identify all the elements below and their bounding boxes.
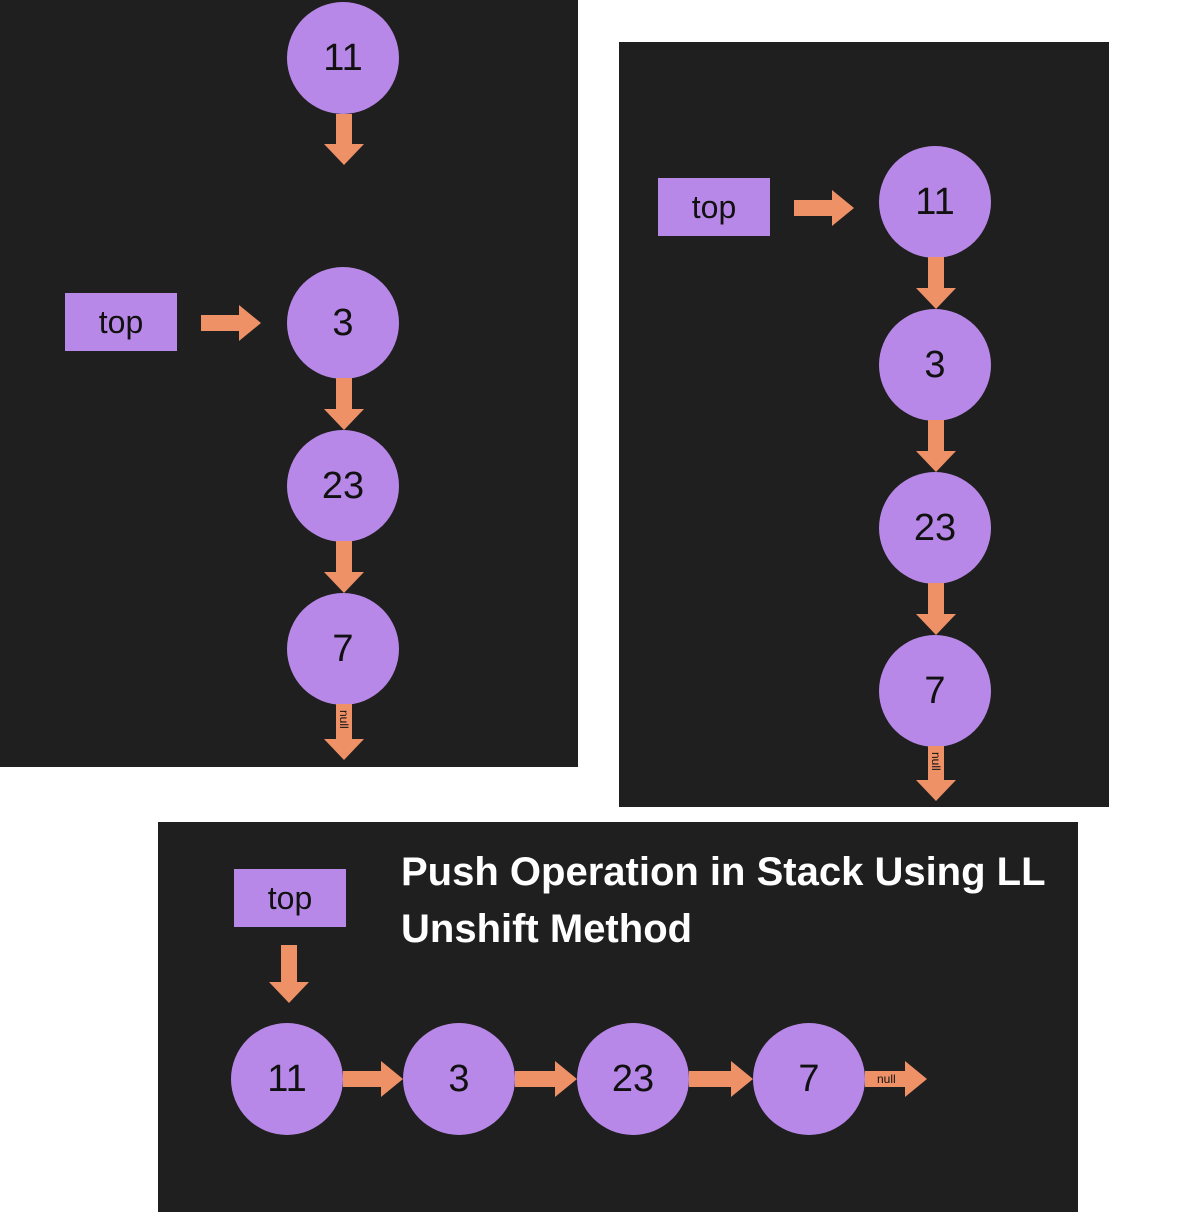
panel-after-push: top 11 3 23 7 null	[619, 42, 1109, 807]
null-arrow: null	[916, 746, 956, 801]
stack-node: 23	[287, 430, 399, 542]
stack-node: 7	[287, 593, 399, 705]
next-arrow	[916, 420, 956, 472]
top-arrow	[201, 305, 261, 341]
top-arrow	[794, 190, 854, 226]
new-node: 11	[287, 2, 399, 114]
stack-node: 3	[879, 309, 991, 421]
null-label: null	[877, 1072, 896, 1086]
next-arrow	[324, 541, 364, 593]
stack-node: 11	[879, 146, 991, 258]
stack-node: 23	[879, 472, 991, 584]
null-label: null	[929, 752, 943, 771]
next-arrow	[324, 378, 364, 430]
null-arrow: null	[324, 704, 364, 760]
next-arrow	[343, 1061, 403, 1097]
stack-node: 7	[879, 635, 991, 747]
title-line-1: Push Operation in Stack Using LL	[401, 850, 1046, 894]
top-pointer-box: top	[234, 869, 346, 927]
next-arrow	[515, 1061, 577, 1097]
panel-horizontal: Push Operation in Stack Using LL Unshift…	[158, 822, 1078, 1212]
top-pointer-box: top	[658, 178, 770, 236]
panel-before-push: 11 top 3 23 7 null	[0, 0, 578, 767]
top-pointer-box: top	[65, 293, 177, 351]
new-node-next-arrow	[324, 114, 364, 165]
null-label: null	[337, 710, 351, 729]
null-arrow: null	[865, 1061, 927, 1097]
next-arrow	[916, 257, 956, 309]
next-arrow	[689, 1061, 753, 1097]
diagram-title: Push Operation in Stack Using LL Unshift…	[401, 844, 1046, 958]
stack-node: 3	[403, 1023, 515, 1135]
title-line-2: Unshift Method	[401, 907, 693, 951]
next-arrow	[916, 583, 956, 635]
top-arrow	[269, 945, 309, 1003]
stack-node: 7	[753, 1023, 865, 1135]
stack-node: 11	[231, 1023, 343, 1135]
stack-node: 3	[287, 267, 399, 379]
stack-node: 23	[577, 1023, 689, 1135]
